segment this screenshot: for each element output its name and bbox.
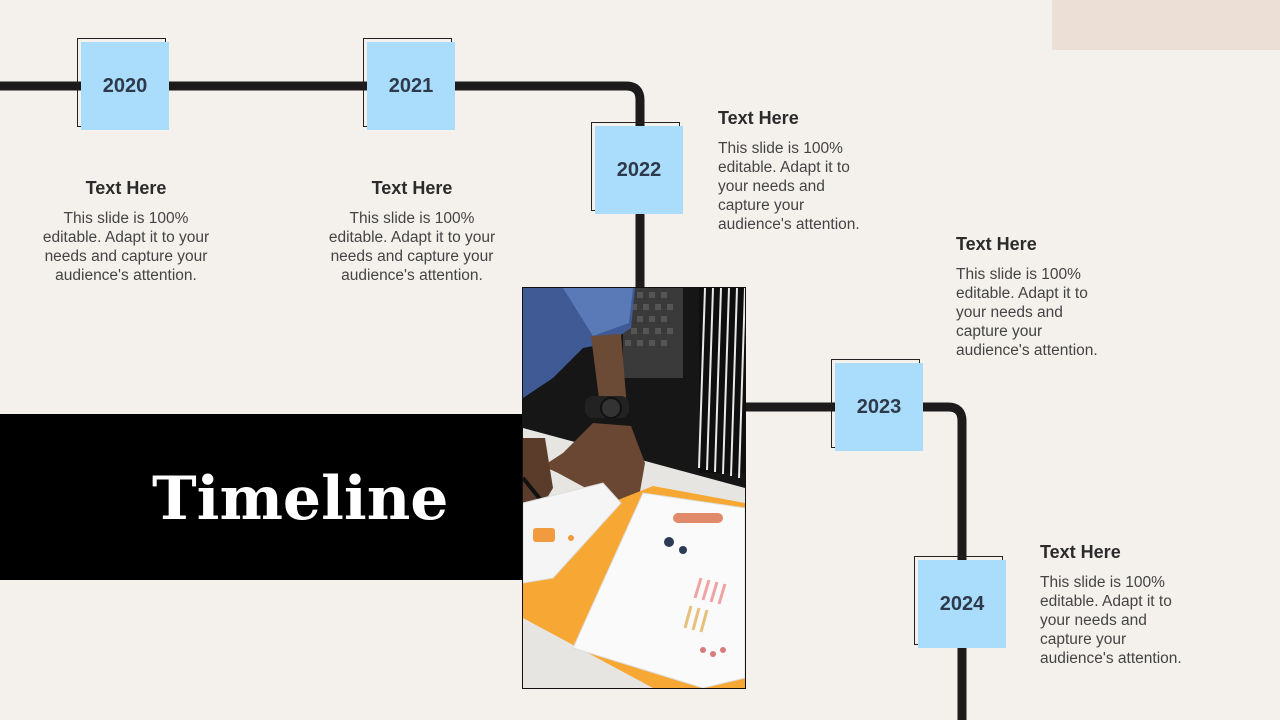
milestone-body: This slide is 100% editable. Adapt it to… — [1040, 574, 1182, 667]
milestone-2024: 2024 — [914, 556, 1006, 648]
milestone-heading: Text Here — [718, 108, 799, 128]
photo-illustration — [523, 288, 745, 688]
milestone-heading: Text Here — [956, 234, 1037, 254]
title-band — [0, 414, 523, 580]
corner-accent — [1052, 0, 1280, 50]
milestone-2021: 2021 — [363, 38, 455, 130]
year-label: 2022 — [595, 126, 683, 214]
year-label: 2021 — [367, 42, 455, 130]
year-label: 2024 — [918, 560, 1006, 648]
milestone-2021-text: Text Here This slide is 100% editable. A… — [327, 178, 497, 285]
milestone-2020-text: Text Here This slide is 100% editable. A… — [41, 178, 211, 285]
milestone-2022-text: Text Here This slide is 100% editable. A… — [718, 108, 878, 234]
milestone-body: This slide is 100% editable. Adapt it to… — [328, 210, 496, 284]
milestone-2022: 2022 — [591, 122, 683, 214]
milestone-2024-text: Text Here This slide is 100% editable. A… — [1040, 542, 1200, 668]
milestone-body: This slide is 100% editable. Adapt it to… — [42, 210, 210, 284]
year-label: 2020 — [81, 42, 169, 130]
milestone-2023: 2023 — [831, 359, 923, 451]
year-label: 2023 — [835, 363, 923, 451]
milestone-heading: Text Here — [85, 178, 167, 198]
milestone-heading: Text Here — [1040, 542, 1121, 562]
milestone-2023-text: Text Here This slide is 100% editable. A… — [956, 234, 1116, 360]
milestone-body: This slide is 100% editable. Adapt it to… — [718, 140, 860, 233]
milestone-body: This slide is 100% editable. Adapt it to… — [956, 266, 1098, 359]
office-photo — [522, 287, 746, 689]
milestone-heading: Text Here — [371, 178, 453, 198]
slide-title: Timeline — [152, 464, 449, 534]
milestone-2020: 2020 — [77, 38, 169, 130]
